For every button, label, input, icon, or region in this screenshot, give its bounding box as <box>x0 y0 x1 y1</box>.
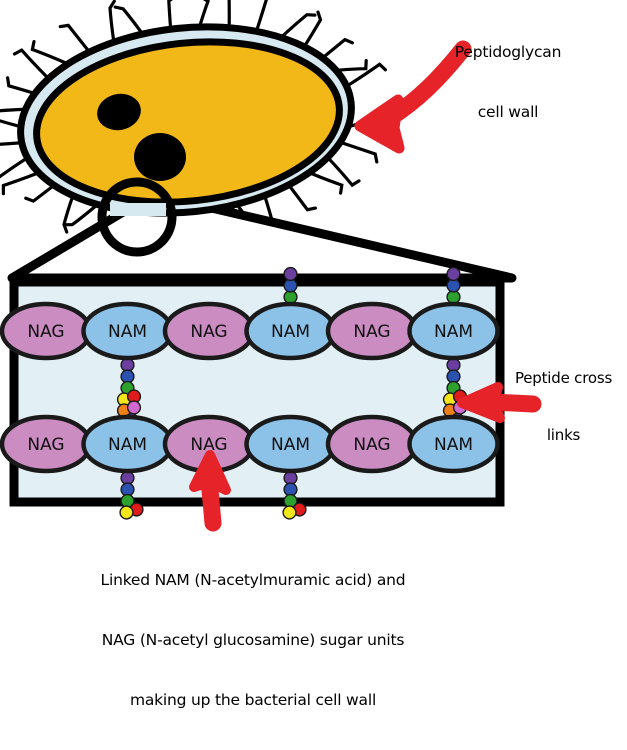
sugar-units-caption: Linked NAM (N-acetylmuramic acid) and NA… <box>18 530 488 750</box>
diagram-canvas: NAG NAM NAG NAM NAG NAM NAG NAM NAG NAM NAG NAM Pep… <box>0 0 627 709</box>
pili-hairs <box>0 0 387 255</box>
sugar-unit-label: NAG <box>190 322 227 342</box>
sugar-unit-label: NAG <box>27 435 64 455</box>
peptidoglycan-label-line2: cell wall <box>477 103 539 121</box>
sugar-unit-label: NAG <box>353 322 390 342</box>
sugar-unit-nam: NAM <box>244 301 337 361</box>
sugar-unit-label: NAM <box>434 435 473 455</box>
sugar-unit-nam: NAM <box>407 414 500 474</box>
sugar-unit-label: NAM <box>108 322 147 342</box>
diagram-artwork: NAG NAM NAG NAM NAG NAM NAG NAM NAG NAM NAG NAM <box>0 0 542 532</box>
sugar-unit-nam: NAM <box>407 301 500 361</box>
inclusion-small <box>97 93 141 131</box>
sugar-unit-label: NAG <box>353 435 390 455</box>
sugar-unit-label: NAG <box>27 322 64 342</box>
sugar-unit-label: NAM <box>108 435 147 455</box>
arrow-to-cell-wall <box>354 40 472 154</box>
caption-line3: making up the bacterial cell wall <box>129 691 377 709</box>
arrow-to-sugar-units <box>189 450 231 532</box>
sugar-unit-label: NAM <box>434 322 473 342</box>
sugar-unit-label: NAG <box>190 435 227 455</box>
sugar-unit-nam: NAM <box>81 301 174 361</box>
magnifier-circle <box>97 177 177 257</box>
sugar-unit-nag: NAG <box>162 301 256 361</box>
magnifier-connector <box>7 191 517 283</box>
caption-line2: NAG (N-acetyl glucosamine) sugar units <box>101 631 405 649</box>
sugar-unit-nam: NAM <box>81 414 174 474</box>
peptidoglycan-label-line1: Peptidoglycan <box>454 43 562 61</box>
peptidoglycan-cell-wall-label: Peptidoglycan cell wall <box>388 2 627 162</box>
sugar-unit-nam: NAM <box>244 414 337 474</box>
arrow-to-cross-links <box>457 382 542 423</box>
sugar-unit-nag: NAG <box>0 301 93 361</box>
cytoplasm <box>33 38 343 206</box>
sugar-unit-nag: NAG <box>325 414 419 474</box>
inclusion-large <box>134 133 186 181</box>
cross-links-label-line2: links <box>546 426 581 444</box>
peptidoglycan-content: NAG NAM NAG NAM NAG NAM NAG NAM NAG NAM NAG NAM <box>0 266 500 520</box>
sugar-unit-nag: NAG <box>325 301 419 361</box>
sugar-unit-label: NAM <box>271 322 310 342</box>
cross-links-label-line1: Peptide cross <box>514 369 613 387</box>
sugar-unit-label: NAM <box>271 435 310 455</box>
caption-line1: Linked NAM (N-acetylmuramic acid) and <box>100 571 406 589</box>
peptide-cross-links-label: Peptide cross links <box>500 331 627 483</box>
sugar-unit-nag: NAG <box>0 414 93 474</box>
